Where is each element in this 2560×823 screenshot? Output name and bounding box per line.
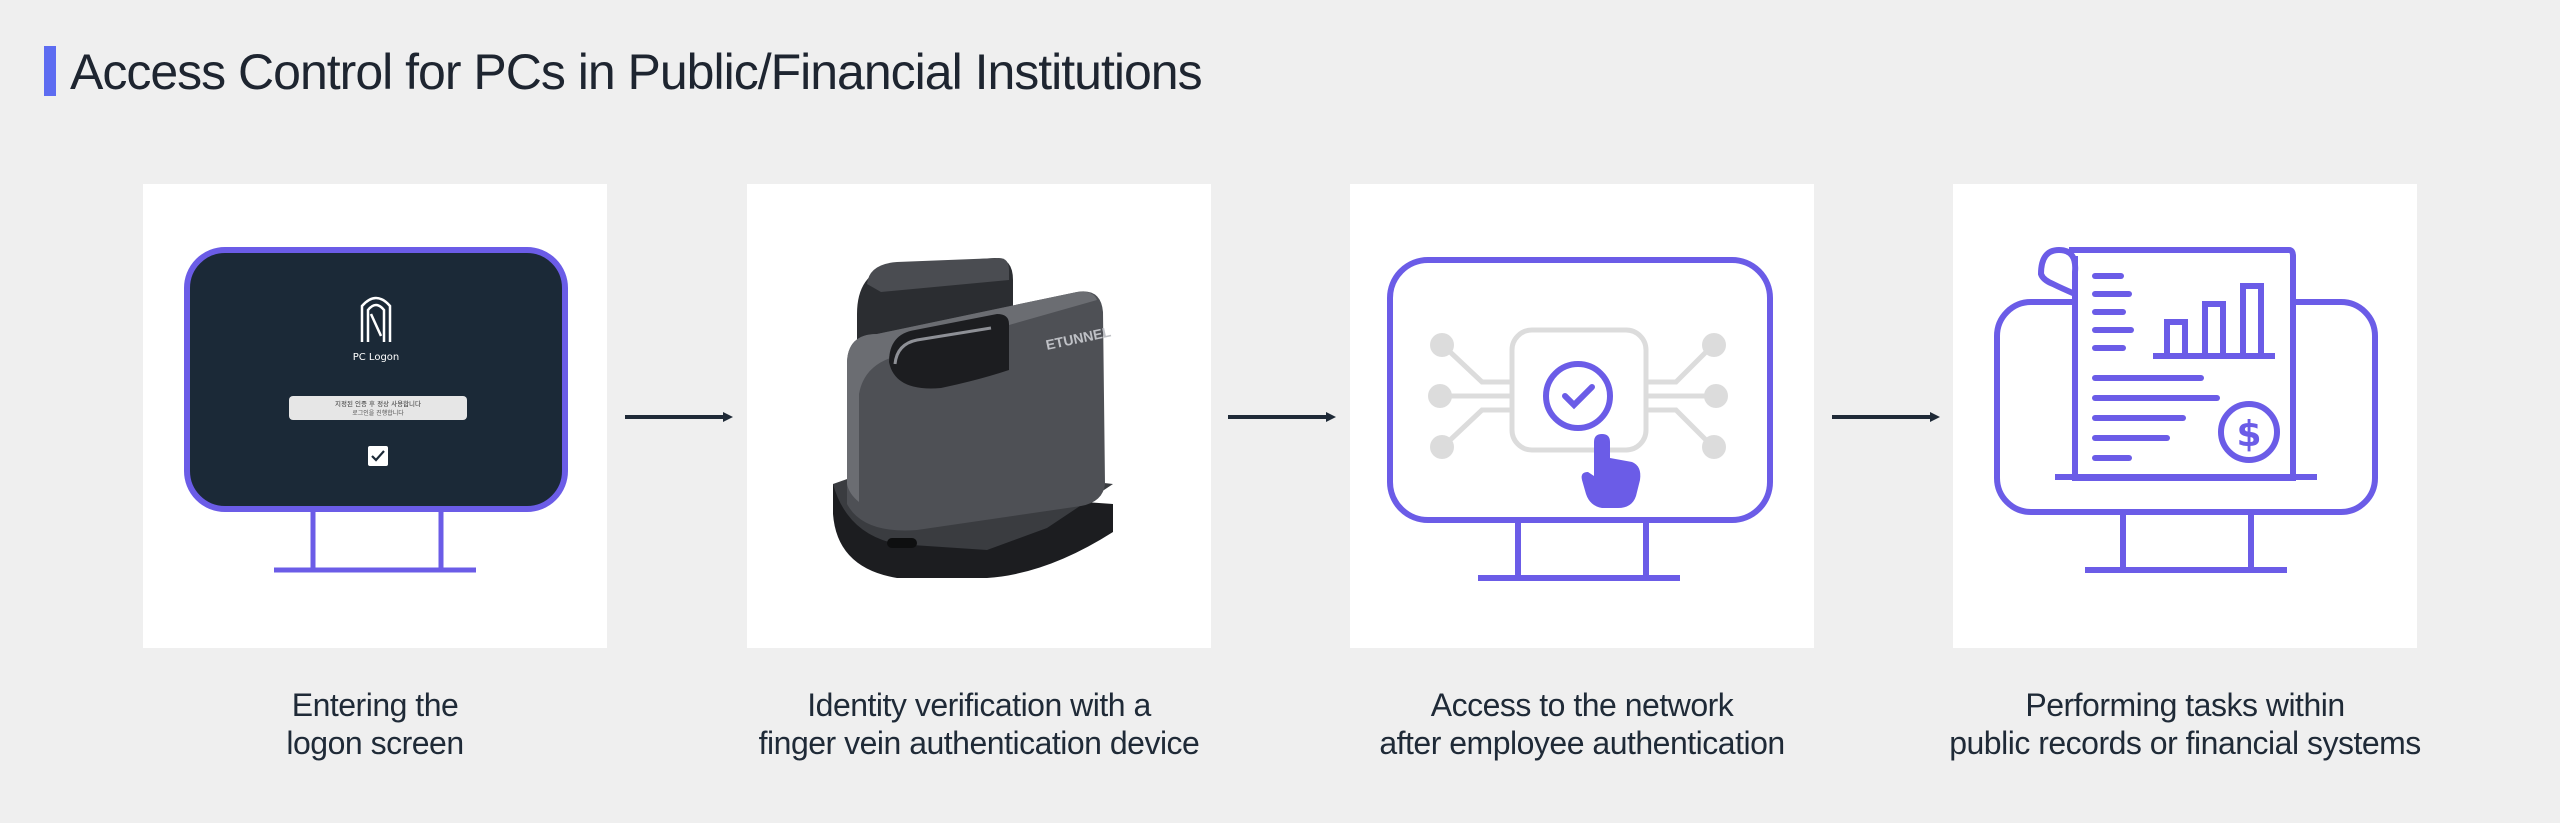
- page-title: Access Control for PCs in Public/Financi…: [70, 44, 1203, 100]
- monitor-logon-icon: PC Logon 지정된 인증 후 정상 사용합니다 로그인을 진행합니다: [184, 247, 568, 573]
- arrow-right-icon: [1832, 412, 1940, 422]
- caption-line: public records or financial systems: [1949, 725, 2421, 761]
- step-card-network: [1350, 184, 1814, 648]
- step-card-financial: $: [1953, 184, 2417, 648]
- dollar-coin-icon: $: [2218, 401, 2280, 463]
- caption-line: after employee authentication: [1379, 725, 1785, 761]
- check-circle-icon: [1543, 361, 1613, 431]
- logon-message-line2: 로그인을 진행합니다: [352, 409, 404, 417]
- svg-text:$: $: [2236, 414, 2261, 455]
- step-caption-financial: Performing tasks within public records o…: [1905, 686, 2465, 762]
- bar-chart-icon: [2153, 283, 2275, 359]
- step-caption-logon: Entering the logon screen: [95, 686, 655, 762]
- pointer-hand-icon: [1581, 434, 1641, 508]
- monitor-financial-report-icon: $: [1994, 246, 2378, 573]
- caption-line: Performing tasks within: [2025, 687, 2345, 723]
- finger-vein-device-icon: ETUNNEL: [833, 258, 1113, 578]
- monitor-network-access-icon: [1387, 257, 1773, 581]
- checkbox-icon: [368, 446, 388, 466]
- caption-line: logon screen: [286, 725, 464, 761]
- caption-line: Entering the: [291, 687, 459, 723]
- step-caption-network: Access to the network after employee aut…: [1302, 686, 1862, 762]
- caption-line: Access to the network: [1430, 687, 1734, 723]
- logon-message-line1: 지정된 인증 후 정상 사용합니다: [335, 399, 421, 408]
- logon-message-box: [289, 396, 467, 420]
- caption-line: finger vein authentication device: [758, 725, 1200, 761]
- report-lines-icon: [2092, 273, 2220, 461]
- title-accent-bar: [44, 46, 56, 96]
- caption-line: Identity verification with a: [807, 687, 1151, 723]
- arrow-right-icon: [625, 412, 733, 422]
- step-caption-device: Identity verification with a finger vein…: [699, 686, 1259, 762]
- step-card-logon: PC Logon 지정된 인증 후 정상 사용합니다 로그인을 진행합니다: [143, 184, 607, 648]
- arrow-right-icon: [1228, 412, 1336, 422]
- logon-logo-icon: [360, 296, 392, 342]
- step-card-device: ETUNNEL: [747, 184, 1211, 648]
- logon-label: PC Logon: [353, 352, 400, 363]
